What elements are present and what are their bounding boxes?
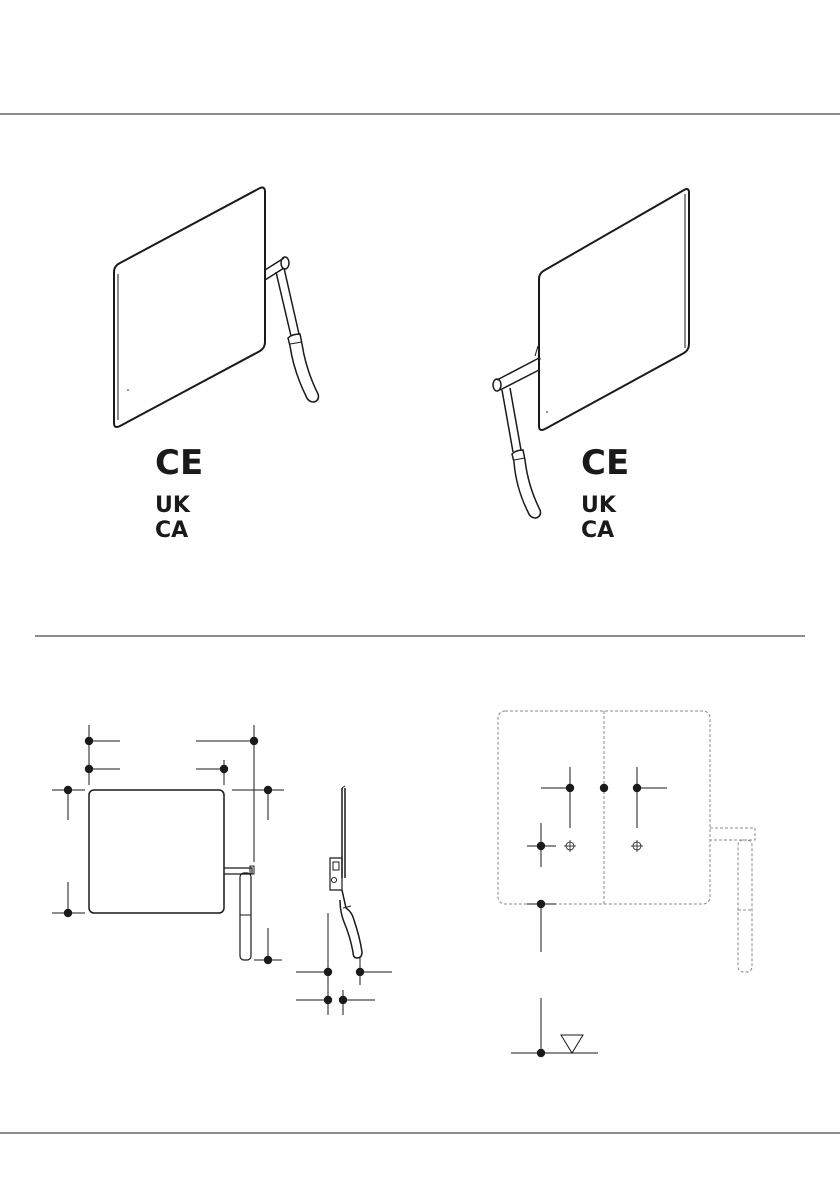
certification-marks-2: CE UK CA xyxy=(581,443,629,543)
front-view-dimensions xyxy=(52,725,284,964)
side-view-drawing xyxy=(330,786,362,958)
front-view-drawing xyxy=(89,790,254,960)
certification-marks-1: CE UK CA xyxy=(155,443,203,543)
floor-level-icon xyxy=(561,1035,583,1053)
ukca-mark-bottom: CA xyxy=(155,518,188,543)
fixing-point-left xyxy=(564,840,576,852)
side-view-dimensions xyxy=(296,913,392,1015)
installation-view-dimensions xyxy=(511,767,667,1057)
ukca-mark-top: UK xyxy=(155,493,191,518)
ukca-mark-bottom: CA xyxy=(581,518,614,543)
fixing-point-right xyxy=(631,840,643,852)
installation-view-outline xyxy=(498,711,755,972)
ce-mark: CE xyxy=(155,443,203,483)
product-illustration-right-arm xyxy=(114,188,319,428)
ukca-mark-top: UK xyxy=(581,493,617,518)
ce-mark: CE xyxy=(581,443,629,483)
